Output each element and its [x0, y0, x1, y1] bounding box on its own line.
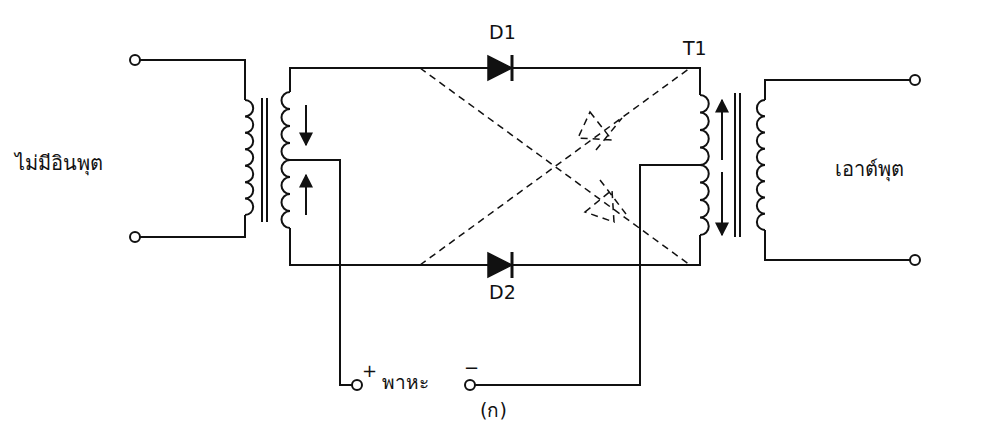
input-wire	[140, 215, 245, 237]
output-wire	[765, 80, 910, 100]
terminal	[465, 380, 475, 390]
terminal	[352, 380, 362, 390]
rail-wire	[512, 68, 700, 95]
transformer-core	[262, 98, 267, 222]
carrier-label: พาหะ	[382, 372, 429, 393]
input-wire	[140, 60, 245, 100]
carrier-wire	[290, 160, 352, 385]
terminal	[130, 232, 140, 242]
coil-symbol	[700, 95, 709, 235]
terminal	[910, 255, 920, 265]
output-label: เอาต์พุต	[835, 158, 904, 180]
diode-symbol	[488, 252, 512, 278]
part-name: D1	[489, 22, 516, 43]
dashed-wire	[420, 68, 690, 265]
dashed-diode-symbol	[578, 112, 622, 150]
terminal	[910, 75, 920, 85]
polarity-sign: −	[464, 358, 479, 378]
current-arrows	[306, 100, 722, 235]
rail-wire	[512, 235, 700, 265]
rail-wire	[290, 228, 488, 265]
coil-symbol	[282, 92, 290, 228]
output-wire	[765, 230, 910, 260]
terminals	[130, 55, 920, 390]
terminal	[130, 55, 140, 65]
part-name: T1	[683, 38, 707, 59]
input-label: ไม่มีอินพุต	[15, 152, 103, 174]
polarity-sign: +	[362, 361, 377, 381]
wires	[140, 60, 910, 385]
dashed-cross	[420, 68, 690, 265]
coil-symbol	[757, 100, 765, 230]
part-name: D2	[489, 282, 516, 303]
dashed-wire	[420, 68, 690, 265]
rail-wire	[290, 68, 488, 92]
figure-label: (ก)	[480, 400, 507, 421]
transformer-core	[735, 93, 740, 237]
coil-windings	[245, 92, 765, 235]
dashed-diode-symbol	[585, 180, 626, 222]
carrier-wire	[475, 165, 700, 385]
coil-symbol	[245, 100, 253, 215]
diode-symbol	[488, 55, 512, 81]
